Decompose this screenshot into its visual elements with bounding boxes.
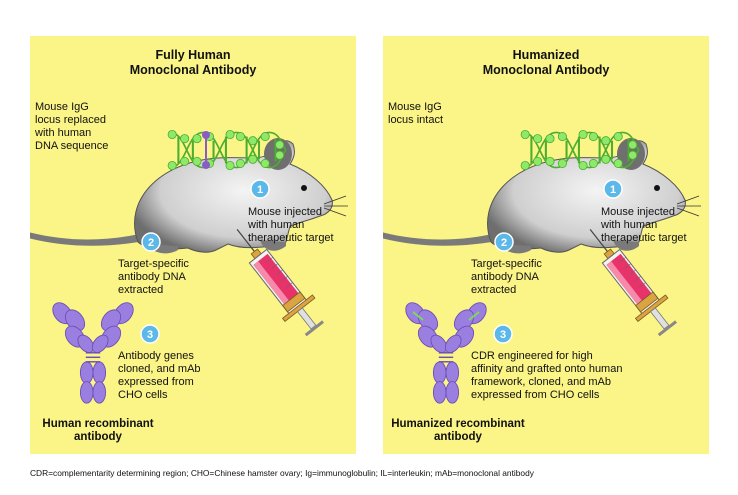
panel-artwork: 1 2 3 — [383, 129, 702, 404]
panel-title: Fully Human Monoclonal Antibody — [129, 48, 257, 77]
humanized-panel: Humanized Monoclonal Antibody 1 2 3 Mous… — [383, 36, 709, 454]
svg-text:2: 2 — [148, 237, 154, 249]
footnote: CDR=complementarity determining region; … — [30, 468, 534, 478]
step-3-badge: 3 — [493, 324, 513, 344]
svg-text:3: 3 — [147, 329, 153, 341]
step-2-text: Target-specific antibody DNA extracted — [471, 258, 542, 296]
step-3-text: Antibody genes cloned, and mAb expressed… — [118, 350, 201, 401]
step-1-text: Mouse injected with human therapeutic ta… — [248, 206, 334, 244]
step-3-badge: 3 — [140, 324, 160, 344]
antibody-label: Human recombinant antibody — [42, 418, 154, 443]
svg-text:3: 3 — [500, 329, 506, 341]
svg-text:2: 2 — [501, 237, 507, 249]
step-1-badge: 1 — [250, 179, 270, 199]
svg-text:1: 1 — [610, 184, 616, 196]
panel-title: Humanized Monoclonal Antibody — [482, 48, 610, 77]
step-2-badge: 2 — [141, 232, 161, 252]
step-2-text: Target-specific antibody DNA extracted — [118, 258, 189, 296]
step-1-badge: 1 — [603, 179, 623, 199]
locus-description: Mouse IgG locus intact — [388, 101, 444, 126]
step-3-text: CDR engineered for high affinity and gra… — [471, 350, 623, 401]
human-dna-segment-icon — [202, 131, 210, 169]
locus-description: Mouse IgG locus replaced with human DNA … — [35, 101, 109, 152]
step-1-text: Mouse injected with human therapeutic ta… — [601, 206, 687, 244]
antibody-label: Humanized recombinant antibody — [391, 418, 525, 443]
svg-text:1: 1 — [257, 184, 263, 196]
cdr-region-icon — [412, 311, 480, 321]
step-2-badge: 2 — [494, 232, 514, 252]
panel-artwork: 1 2 3 — [30, 129, 349, 404]
fully-human-panel: Fully Human Monoclonal Antibody 1 2 3 Mo… — [30, 36, 356, 454]
